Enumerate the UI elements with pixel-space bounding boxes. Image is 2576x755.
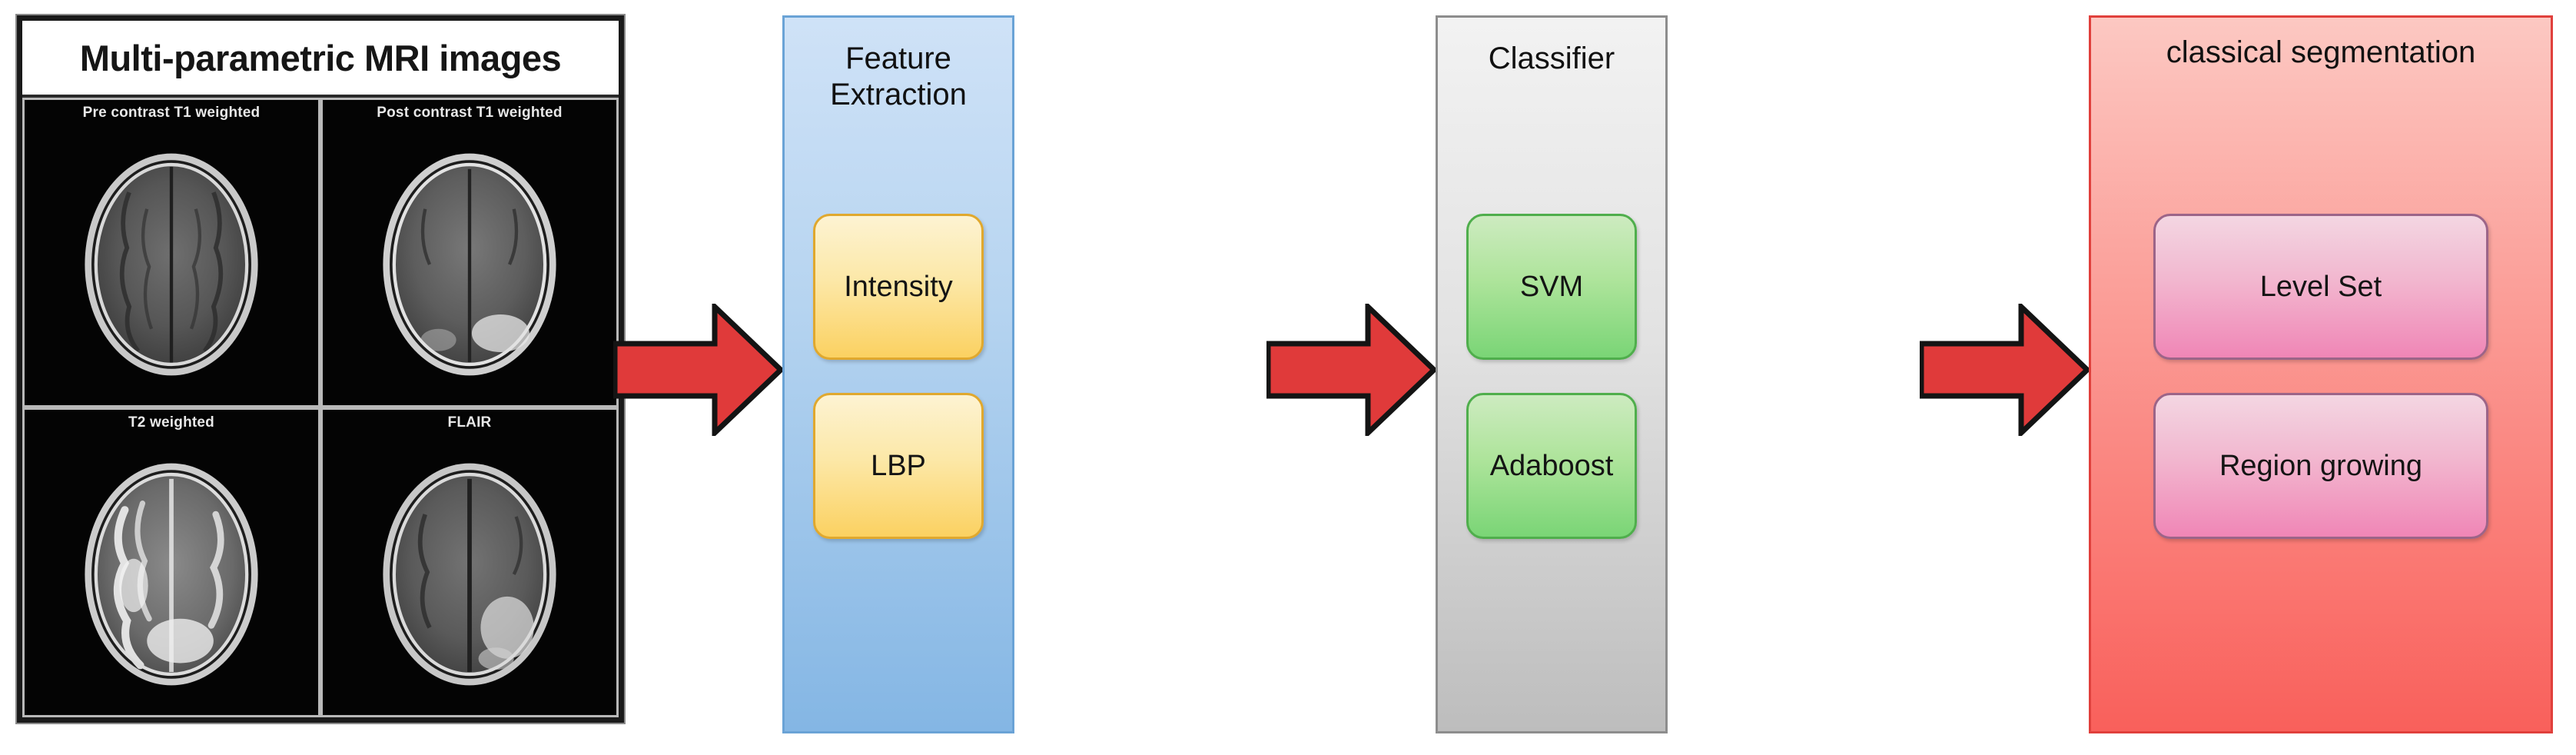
- panel-title: Feature Extraction: [830, 42, 967, 112]
- feature-item-label: Intensity: [844, 270, 953, 303]
- arrow-mri-to-feature-icon: [613, 304, 784, 436]
- stage-panel-feature-extraction[interactable]: Feature Extraction Intensity LBP: [782, 15, 1014, 733]
- mri-cell-t2: T2 weighted: [25, 410, 318, 715]
- mri-title-bar: Multi-parametric MRI images: [22, 21, 619, 98]
- segmentation-item-label: Level Set: [2259, 270, 2382, 303]
- mri-cell-label: Post contrast T1 weighted: [377, 105, 563, 121]
- stage-panel-classifier[interactable]: Classifier SVM Adaboost: [1436, 15, 1668, 733]
- mri-image-grid: Pre contrast T1 weighted: [22, 98, 619, 717]
- mri-panel-title: Multi-parametric MRI images: [79, 37, 562, 78]
- brain-scan-image: [48, 143, 295, 387]
- mri-cell-label: Pre contrast T1 weighted: [82, 105, 261, 121]
- classifier-item-label: SVM: [1519, 270, 1584, 303]
- panel-title: Classifier: [1488, 42, 1615, 75]
- feature-item-lbp[interactable]: LBP: [813, 393, 984, 539]
- brain-scan-image: [347, 453, 593, 697]
- arrow-classifier-to-segmentation-icon: [1920, 304, 2090, 436]
- classifier-item-adaboost[interactable]: Adaboost: [1466, 393, 1637, 539]
- mri-cell-label: FLAIR: [447, 414, 492, 431]
- brain-scan-image: [347, 143, 593, 387]
- mri-input-panel: Multi-parametric MRI images Pre contrast…: [17, 15, 624, 723]
- arrow-feature-to-classifier-icon: [1266, 304, 1437, 436]
- classifier-item-label: Adaboost: [1489, 449, 1614, 482]
- brain-scan-image: [48, 453, 295, 697]
- segmentation-item-label: Region growing: [2219, 449, 2423, 482]
- segmentation-item-region-growing[interactable]: Region growing: [2153, 393, 2488, 539]
- feature-item-label: LBP: [871, 449, 926, 482]
- mri-cell-t1-post: Post contrast T1 weighted: [323, 100, 616, 405]
- segmentation-item-level-set[interactable]: Level Set: [2153, 214, 2488, 360]
- classifier-item-svm[interactable]: SVM: [1466, 214, 1637, 360]
- feature-item-intensity[interactable]: Intensity: [813, 214, 984, 360]
- mri-cell-flair: FLAIR: [323, 410, 616, 715]
- mri-cell-label: T2 weighted: [128, 414, 214, 431]
- mri-cell-t1-pre: Pre contrast T1 weighted: [25, 100, 318, 405]
- panel-title: classical segmentation: [2166, 35, 2476, 69]
- stage-panel-classical-segmentation[interactable]: classical segmentation Level Set Region …: [2089, 15, 2553, 733]
